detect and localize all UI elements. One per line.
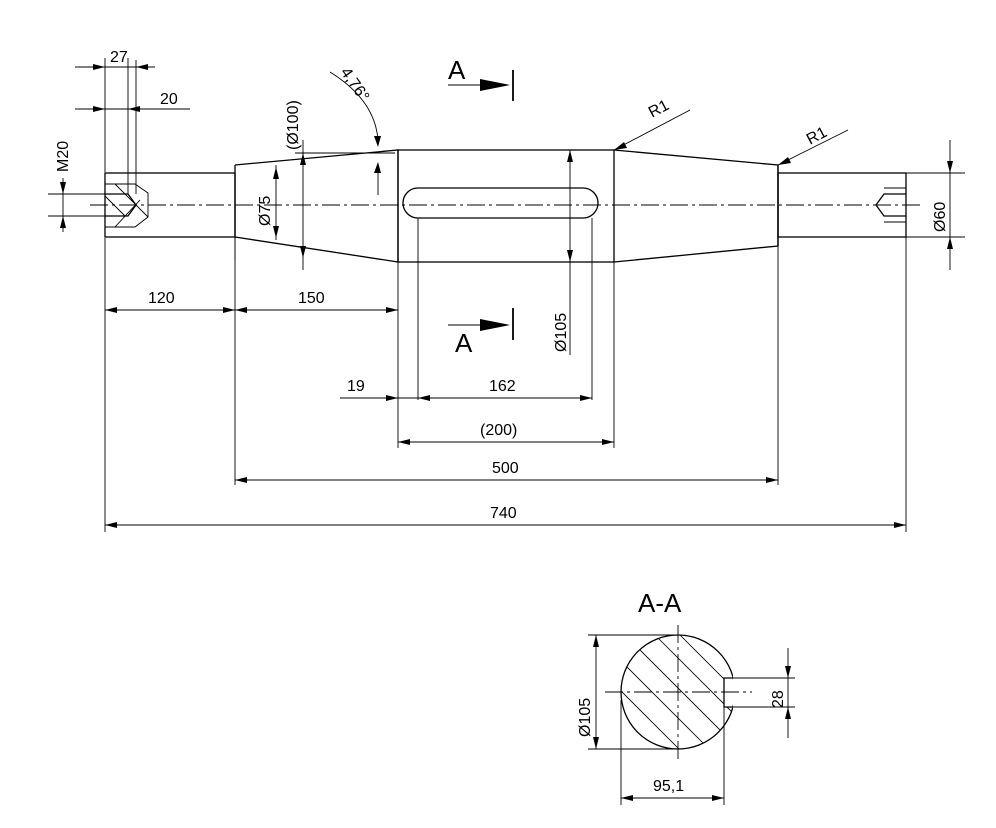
dim-27: 27 <box>75 49 155 70</box>
dim-d105-main: Ø105 <box>553 150 573 355</box>
dim-500-label: 500 <box>492 460 519 477</box>
dim-28-label: 28 <box>770 690 787 708</box>
section-mark-top: A <box>448 55 514 101</box>
section-title: A-A <box>638 588 682 618</box>
dim-d60: Ø60 <box>932 140 953 270</box>
dim-d105-section: Ø105 <box>577 634 678 750</box>
dim-20-label: 20 <box>160 91 178 108</box>
dim-27-label: 27 <box>110 49 128 66</box>
dim-19-label: 19 <box>347 378 365 395</box>
dim-d100-label: (Ø100) <box>285 100 302 150</box>
dim-19: 19 <box>340 378 430 401</box>
dim-d75-label: Ø75 <box>257 196 274 226</box>
dim-162-label: 162 <box>489 378 516 395</box>
section-mark-bottom-label: A <box>455 328 473 358</box>
dim-740-label: 740 <box>490 505 517 522</box>
dim-162: 162 <box>418 378 592 401</box>
dim-150-label: 150 <box>298 290 325 307</box>
dim-angle-label: 4,76° <box>337 65 372 106</box>
dim-200: (200) <box>398 422 614 445</box>
dim-r1-right-label: R1 <box>804 124 830 149</box>
dim-d105-main-label: Ø105 <box>553 313 570 352</box>
dim-d100: (Ø100) <box>285 100 306 270</box>
dim-200-label: (200) <box>480 422 517 439</box>
dim-120: 120 <box>105 290 235 313</box>
dim-angle: 4,76° <box>329 65 381 195</box>
dim-r1-left-label: R1 <box>646 97 672 122</box>
dim-150: 150 <box>235 290 398 313</box>
dim-120-label: 120 <box>148 290 175 307</box>
dim-95: 95,1 <box>620 700 725 805</box>
shaft-outline <box>104 149 907 263</box>
dim-28: 28 <box>724 648 795 738</box>
dim-d75: Ø75 <box>257 165 279 240</box>
dim-m20: M20 <box>55 141 72 232</box>
section-mark-bottom: A <box>448 308 514 358</box>
dim-r1-left: R1 <box>613 97 691 151</box>
dim-d60-label: Ø60 <box>932 202 949 232</box>
extension-lines <box>48 58 965 532</box>
section-mark-top-label: A <box>448 55 466 85</box>
dim-m20-label: M20 <box>55 141 72 172</box>
dim-740: 740 <box>105 505 906 528</box>
dim-95-label: 95,1 <box>653 778 684 795</box>
keyway-slot <box>402 187 599 219</box>
dim-20: 20 <box>75 91 190 112</box>
left-thread-hole <box>104 183 149 228</box>
dim-r1-right: R1 <box>777 124 849 166</box>
dim-d105-section-label: Ø105 <box>577 698 594 737</box>
dim-500: 500 <box>235 460 778 483</box>
